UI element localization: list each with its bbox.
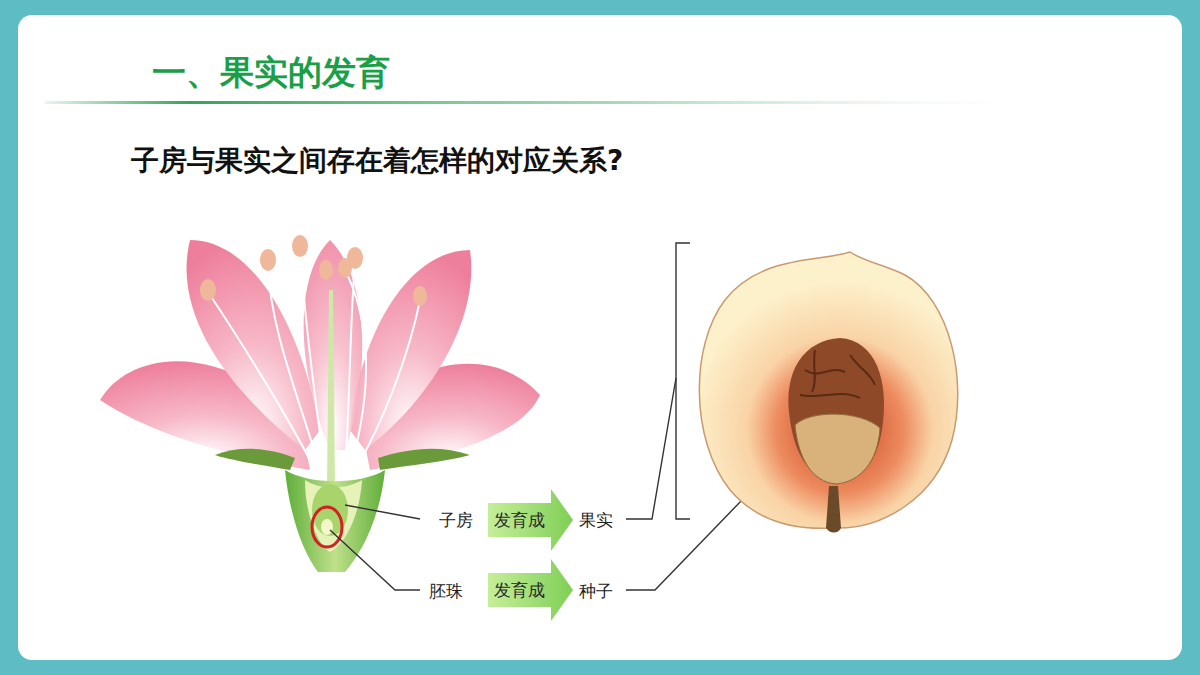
- slide-panel: [18, 15, 1182, 660]
- arrow-text-group: 发育成: [494, 512, 545, 529]
- part-label: 胚珠: [428, 580, 464, 603]
- arrow-text: 发育成: [494, 512, 545, 529]
- arrow-text: 发育成: [494, 582, 545, 599]
- question-text: 子房与果实之间存在着怎样的对应关系?: [130, 142, 624, 180]
- growth-arrow: 发育成: [488, 489, 573, 551]
- part-label: 种子: [578, 580, 614, 603]
- arrow-text-group: 发育成: [494, 582, 545, 599]
- slide-title: 一、果实的发育: [152, 50, 390, 96]
- part-label: 子房: [438, 509, 474, 532]
- growth-arrow: 发育成: [488, 559, 573, 621]
- part-label: 果实: [578, 509, 614, 532]
